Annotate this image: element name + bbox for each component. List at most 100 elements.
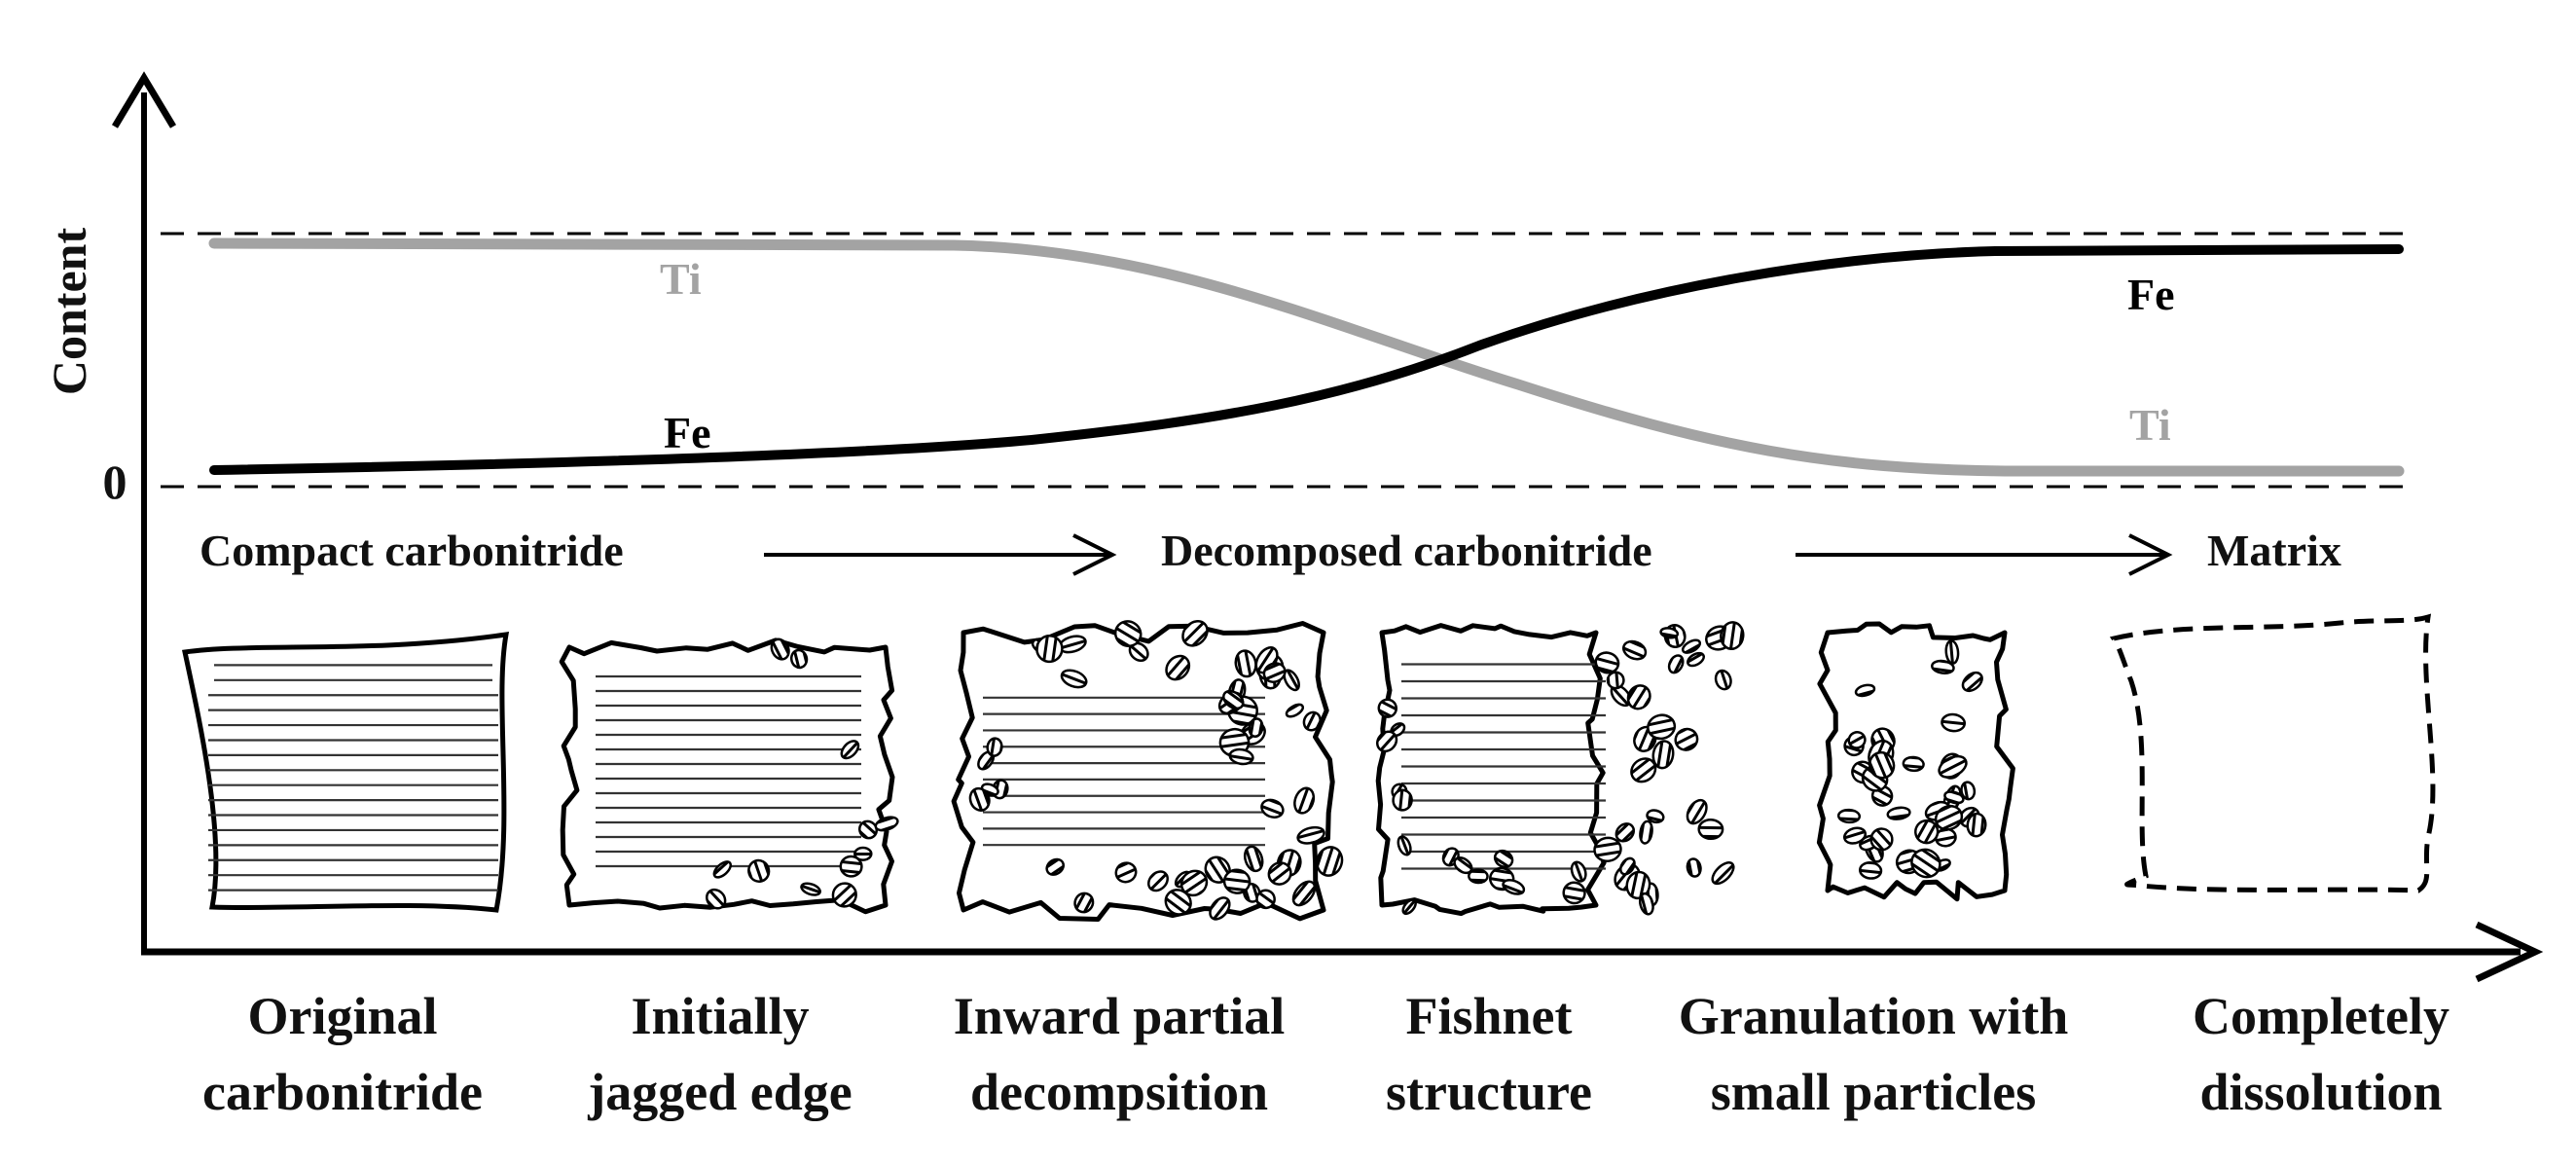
particle xyxy=(1638,892,1654,916)
particle xyxy=(1255,889,1276,910)
particle xyxy=(1401,898,1417,916)
particle xyxy=(986,737,1003,757)
phase-arrow-2 xyxy=(1796,533,2173,576)
sketch-granulation xyxy=(1816,621,2015,902)
particle xyxy=(1626,684,1651,710)
particle xyxy=(1296,825,1325,845)
phase-label-compact: Compact carbonitride xyxy=(200,526,624,575)
particle xyxy=(1681,638,1702,654)
phase-label-matrix: Matrix xyxy=(2207,526,2341,575)
particle xyxy=(1562,881,1586,905)
particle xyxy=(747,858,771,883)
particle xyxy=(1934,804,1964,831)
phase-label-decomposed: Decomposed carbonitride xyxy=(1161,526,1652,575)
particle xyxy=(1570,860,1587,883)
particle xyxy=(1377,698,1398,718)
particle xyxy=(800,882,821,896)
particle xyxy=(1674,727,1699,751)
particle xyxy=(1283,669,1300,692)
particle xyxy=(1914,819,1940,845)
particle xyxy=(1621,639,1648,661)
stage-label-5-line1: Granulation with xyxy=(1679,987,2069,1045)
particle xyxy=(1147,870,1169,892)
stage-label-4-line2: structure xyxy=(1386,1063,1592,1121)
stage-label-3-line1: Inward partial xyxy=(954,987,1286,1045)
sketch-original-carbonitride xyxy=(181,632,510,913)
particle xyxy=(1493,849,1514,869)
particle xyxy=(1267,861,1292,886)
particle xyxy=(1316,846,1344,877)
particle xyxy=(712,860,733,879)
particle xyxy=(1035,635,1064,664)
particle xyxy=(1222,868,1252,894)
particle xyxy=(968,786,991,812)
particle xyxy=(1060,669,1088,689)
particle xyxy=(1869,827,1894,852)
ti-curve xyxy=(208,237,2405,477)
particle xyxy=(1165,654,1191,681)
particle xyxy=(1943,790,1965,805)
stage-label-6-line1: Completely xyxy=(2193,987,2449,1045)
particle xyxy=(1234,649,1257,678)
particle xyxy=(770,637,790,661)
particle xyxy=(1181,620,1209,647)
particle xyxy=(1606,671,1625,690)
stage-label-2-line1: Initially xyxy=(631,987,809,1045)
x-axis-arrow-icon xyxy=(2475,921,2544,983)
particle xyxy=(831,882,857,908)
particle xyxy=(1944,639,1960,665)
particle xyxy=(1619,856,1636,876)
particle xyxy=(1639,819,1653,845)
particle xyxy=(1647,713,1677,741)
particle xyxy=(1392,788,1413,812)
sketch-fishnet-structure xyxy=(1375,621,1745,917)
particle xyxy=(1931,659,1955,674)
stage-label-3-line2: decompsition xyxy=(970,1063,1268,1121)
stage-label-4-line1: Fishnet xyxy=(1405,987,1572,1045)
particle xyxy=(858,819,878,840)
particle xyxy=(1625,870,1651,900)
sketch-initially-jagged-edge xyxy=(559,637,899,915)
particle xyxy=(1854,683,1876,698)
particle xyxy=(1291,880,1317,907)
particle-outline xyxy=(181,632,510,913)
particle xyxy=(1376,730,1398,753)
particle xyxy=(1073,892,1095,914)
particle xyxy=(1260,798,1285,819)
particle xyxy=(839,855,863,878)
particle xyxy=(1113,620,1143,648)
zero-label: 0 xyxy=(103,455,127,509)
particle xyxy=(1711,861,1735,886)
particle xyxy=(1659,627,1680,639)
particle xyxy=(1209,896,1231,921)
particle xyxy=(789,648,809,670)
particle xyxy=(1164,889,1192,916)
particle xyxy=(853,846,873,861)
stage-label-5-line2: small particles xyxy=(1711,1063,2036,1121)
particle xyxy=(706,888,727,910)
particle xyxy=(1302,710,1322,732)
particle xyxy=(1714,669,1732,691)
particle xyxy=(1045,857,1066,876)
particle xyxy=(1594,651,1620,674)
sketch-complete-dissolution xyxy=(2109,613,2436,893)
stage-label-6-line2: dissolution xyxy=(2199,1063,2442,1121)
fe-curve-label-start: Fe xyxy=(664,408,711,457)
particle xyxy=(1966,812,1987,838)
particle xyxy=(1453,856,1473,875)
particle xyxy=(1651,740,1675,770)
particle xyxy=(1687,651,1705,668)
particle xyxy=(1686,798,1708,825)
stage-label-1-line1: Original xyxy=(247,987,437,1045)
particle xyxy=(1843,826,1867,845)
particle xyxy=(1615,822,1636,843)
particle xyxy=(1938,754,1968,779)
particle xyxy=(874,816,899,832)
particle xyxy=(1847,731,1867,749)
particle xyxy=(1593,836,1622,862)
particle xyxy=(1886,806,1911,820)
ti-curve-label-end: Ti xyxy=(2129,400,2171,450)
particle xyxy=(1961,671,1983,693)
particle xyxy=(1114,861,1138,884)
